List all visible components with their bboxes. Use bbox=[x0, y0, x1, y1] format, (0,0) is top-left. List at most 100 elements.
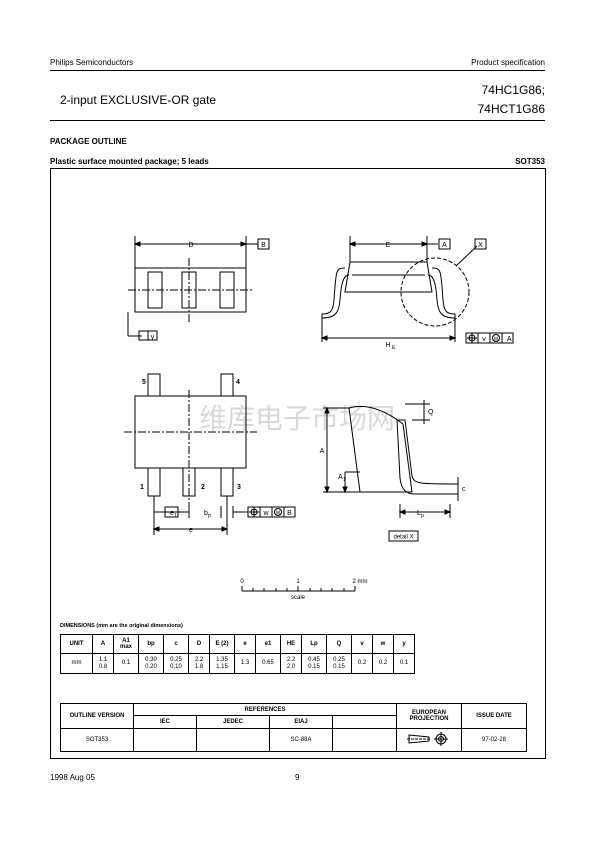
mmc-icon bbox=[274, 508, 282, 516]
label-bp: b bbox=[204, 510, 208, 517]
eiaj-value: SC-88A bbox=[269, 728, 333, 752]
mmc-icon bbox=[492, 334, 500, 342]
dimensions-table: UNIT A A1 max bp c D E (2) e e1 HE Lp Q … bbox=[60, 634, 415, 674]
issue-date-header: ISSUE DATE bbox=[461, 703, 527, 729]
dim-value: 1.35 1.15 bbox=[209, 653, 235, 674]
label-y: y bbox=[151, 334, 155, 341]
references-table: OUTLINE VERSION REFERENCES EUROPEAN PROJ… bbox=[60, 703, 527, 752]
detail-x-view bbox=[323, 400, 459, 542]
dim-value: 0.2 bbox=[351, 653, 373, 674]
dim-value: 0.45 0.15 bbox=[301, 653, 327, 674]
dim-header: D bbox=[188, 634, 210, 654]
dimensions-value-row: mm 1.1 0.8 0.1 0.30 0.20 0.25 0.10 2.2 1… bbox=[60, 653, 415, 674]
dim-header: Q bbox=[326, 634, 352, 654]
label-Lp: L bbox=[417, 510, 421, 517]
label-v: v bbox=[482, 336, 486, 343]
dim-header: e1 bbox=[255, 634, 281, 654]
dimensions-title: DIMENSIONS (mm are the original dimensio… bbox=[60, 623, 183, 629]
label-X: X bbox=[478, 242, 483, 249]
dim-header: Lp bbox=[301, 634, 327, 654]
label-e1-sub: 1 bbox=[174, 513, 177, 519]
label-pin3: 3 bbox=[237, 484, 241, 491]
dim-value: 0.25 0.10 bbox=[163, 653, 189, 674]
european-projection-header: EUROPEAN PROJECTION bbox=[396, 703, 462, 729]
company-name: Philips Semiconductors bbox=[50, 58, 134, 67]
footer-date: 1998 Aug 05 bbox=[50, 773, 95, 782]
iec-header: IEC bbox=[133, 715, 197, 729]
label-A1-sub: 1 bbox=[343, 477, 346, 483]
dim-value: 0.2 bbox=[372, 653, 394, 674]
dim-value: 0.65 bbox=[255, 653, 281, 674]
dim-value: 1.1 0.8 bbox=[92, 653, 114, 674]
dim-value: 0.30 0.20 bbox=[138, 653, 164, 674]
dim-value: 2.2 1.8 bbox=[188, 653, 210, 674]
dim-value: 1.3 bbox=[234, 653, 256, 674]
references-header-row-2: IEC JEDEC EIAJ bbox=[61, 715, 527, 729]
part-number: 74HC1G86; 74HCT1G86 bbox=[478, 81, 545, 119]
header-rule-bottom bbox=[50, 120, 545, 121]
outline-version-value: SOT353 bbox=[60, 728, 134, 752]
bottom-view bbox=[124, 373, 285, 535]
label-B2: B bbox=[287, 510, 292, 517]
label-M: M bbox=[494, 337, 498, 343]
label-A: A bbox=[320, 448, 325, 455]
page-number: 9 bbox=[295, 773, 300, 782]
datum-box bbox=[283, 506, 296, 518]
label-e: e bbox=[189, 527, 193, 534]
eiaj-header: EIAJ bbox=[269, 715, 333, 729]
label-pin2: 2 bbox=[201, 484, 205, 491]
part-number-1: 74HC1G86; bbox=[481, 83, 545, 97]
references-header: REFERENCES bbox=[133, 703, 397, 716]
dim-header: y bbox=[393, 634, 415, 654]
projection-symbol-cell bbox=[396, 728, 462, 752]
jedec-header: JEDEC bbox=[196, 715, 270, 729]
dim-header: A bbox=[92, 634, 114, 654]
label-bp-sub: p bbox=[208, 513, 211, 519]
label-HE-sub: E bbox=[392, 345, 396, 351]
outline-version-header: OUTLINE VERSION bbox=[60, 703, 134, 729]
label-M2: M bbox=[276, 511, 280, 517]
dim-header: A1 max bbox=[113, 634, 139, 654]
label-pin1: 1 bbox=[140, 484, 144, 491]
crosshair-icon bbox=[249, 507, 259, 517]
dim-header: w bbox=[372, 634, 394, 654]
watermark: 维库电子市场网 bbox=[199, 402, 395, 435]
detail-x-label: detail X bbox=[393, 535, 413, 541]
dim-value: 0.1 bbox=[393, 653, 415, 674]
projection-symbol-icon bbox=[407, 732, 448, 746]
crosshair-icon bbox=[467, 333, 477, 343]
label-HE: H bbox=[385, 342, 390, 349]
dim-header: bp bbox=[138, 634, 164, 654]
doc-type: Product specification bbox=[471, 58, 545, 67]
dim-value: 2.2 2.0 bbox=[280, 653, 302, 674]
dim-header: E (2) bbox=[209, 634, 235, 654]
dim-header: UNIT bbox=[60, 634, 93, 654]
label-E: E bbox=[386, 242, 391, 249]
issue-date-value: 97-02-28 bbox=[461, 728, 527, 752]
side-view bbox=[320, 236, 503, 344]
top-view bbox=[127, 236, 270, 341]
dim-header: v bbox=[351, 634, 373, 654]
label-A-ref: A bbox=[442, 242, 447, 249]
dim-header: e bbox=[234, 634, 256, 654]
package-description: Plastic surface mounted package; 5 leads bbox=[50, 157, 209, 166]
document-title: 2-input EXCLUSIVE-OR gate bbox=[60, 93, 217, 107]
label-D: D bbox=[188, 242, 193, 249]
label-pin4: 4 bbox=[236, 379, 240, 386]
label-c: c bbox=[462, 486, 466, 493]
reference-empty-value bbox=[332, 728, 397, 752]
dim-value: 0.1 bbox=[113, 653, 139, 674]
jedec-value bbox=[196, 728, 270, 752]
dimensions-header-row: UNIT A A1 max bp c D E (2) e e1 HE Lp Q … bbox=[60, 634, 415, 654]
label-e1: e bbox=[170, 510, 174, 517]
drawing-frame bbox=[50, 168, 546, 759]
section-title: PACKAGE OUTLINE bbox=[50, 137, 127, 146]
scale-1: 1 bbox=[296, 579, 300, 585]
part-number-2: 74HCT1G86 bbox=[477, 102, 545, 116]
scale-2: 2 mm bbox=[353, 579, 368, 585]
iec-value bbox=[133, 728, 197, 752]
dim-value: 0.25 0.15 bbox=[326, 653, 352, 674]
dim-header: c bbox=[163, 634, 189, 654]
references-header-row-1: OUTLINE VERSION REFERENCES EUROPEAN PROJ… bbox=[60, 703, 527, 729]
